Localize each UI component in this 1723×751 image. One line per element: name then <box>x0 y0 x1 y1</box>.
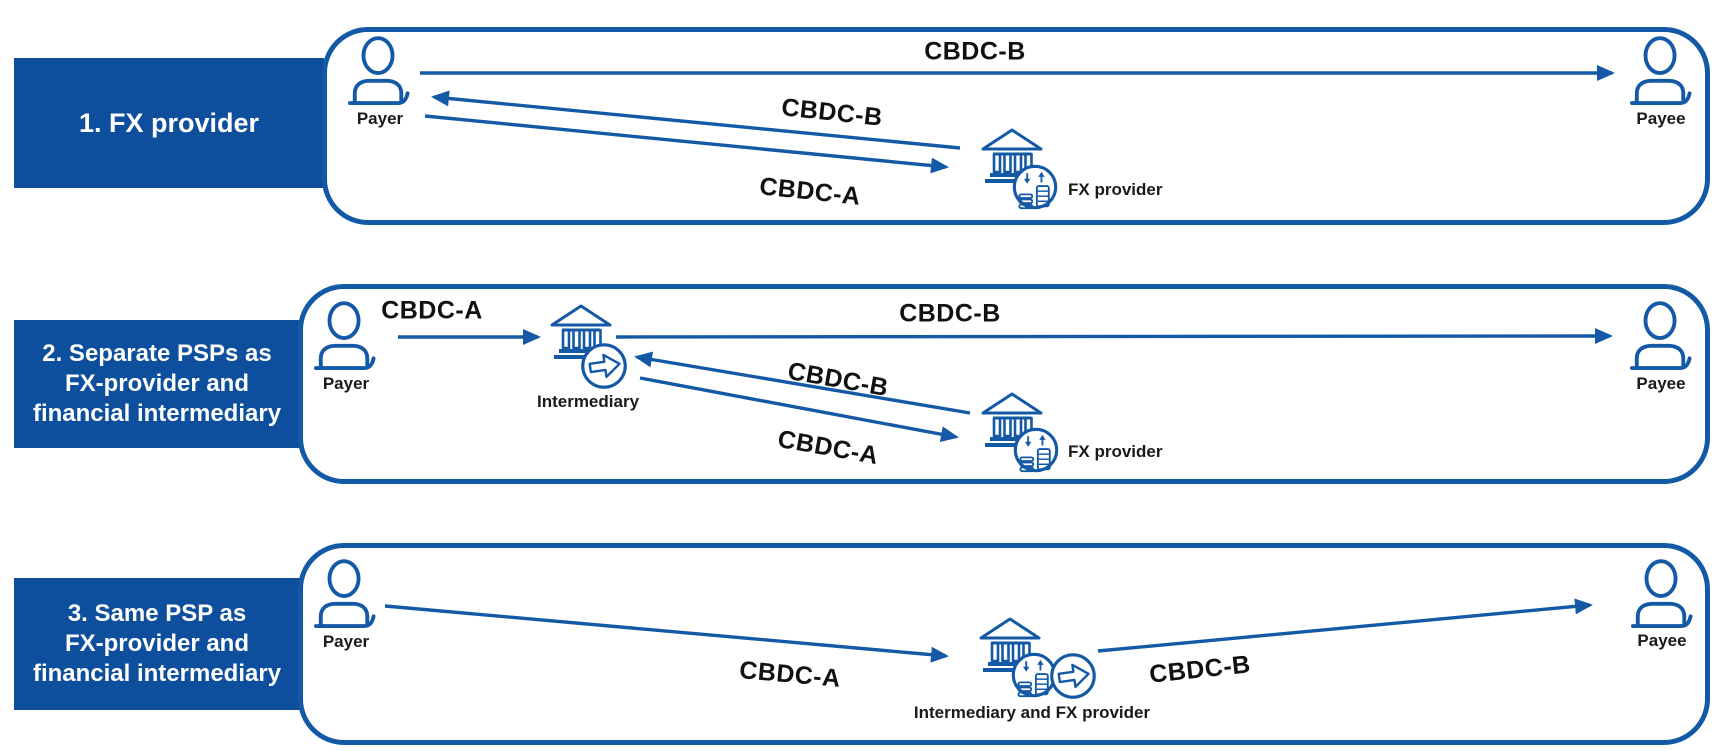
fx-exchange-badge-icon <box>1012 164 1058 210</box>
intermediary-and-fx-provider-label: Intermediary and FX provider <box>913 703 1151 722</box>
arrow-3-cbdcB-psp-to-payee <box>1097 598 1593 653</box>
payee-icon <box>1631 559 1693 633</box>
scenario-2-label-box: 2. Separate PSPs as FX-provider and fina… <box>14 320 300 448</box>
scenario-1-title: 1. FX provider <box>78 107 260 138</box>
payee-label: Payee <box>1636 374 1686 393</box>
payer-icon <box>314 301 376 375</box>
payee-icon <box>1630 36 1692 110</box>
scenario-2-title-line2: FX-provider and <box>64 370 250 397</box>
arrow-label-cbdcB-top: CBDC-B <box>899 299 1001 328</box>
scenario-1-panel <box>322 27 1710 225</box>
intermediary-label: Intermediary <box>536 392 640 411</box>
scenario-2-title-line1: 2. Separate PSPs as <box>42 340 272 367</box>
scenario-3-title-line3: financial intermediary <box>32 660 282 687</box>
fx-provider-label: FX provider <box>1068 442 1163 461</box>
scenario-3-label-box: 3. Same PSP as FX-provider and financial… <box>14 578 300 710</box>
arrow-label-cbdcB-top: CBDC-B <box>924 37 1026 66</box>
payer-icon <box>348 36 410 110</box>
transfer-badge-icon <box>580 342 628 390</box>
scenario-2-title-line3: financial intermediary <box>32 400 282 427</box>
payer-label: Payer <box>356 109 404 128</box>
payer-icon <box>314 559 376 633</box>
arrow-1-cbdcA-payer-to-fx <box>424 114 949 174</box>
transfer-badge-icon <box>1049 652 1097 700</box>
payee-icon <box>1630 301 1692 375</box>
arrow-2-cbdcB-fx-to-intermediary <box>634 351 971 415</box>
arrow-2-cbdcB-intermediary-to-payee <box>615 328 1613 345</box>
payer-label: Payer <box>322 632 370 651</box>
fx-provider-label: FX provider <box>1068 180 1163 199</box>
payer-label: Payer <box>322 374 370 393</box>
scenario-3-title-line1: 3. Same PSP as <box>67 600 247 627</box>
scenario-2-panel <box>298 284 1710 484</box>
scenario-3-panel <box>298 543 1710 745</box>
arrow-3-cbdcA-payer-to-psp <box>384 604 949 663</box>
payee-label: Payee <box>1637 631 1687 650</box>
scenario-1-label-box: 1. FX provider <box>14 58 324 188</box>
arrow-1-cbdcB-fx-to-payer <box>431 90 961 150</box>
scenario-3-title-line2: FX-provider and <box>64 630 250 657</box>
fx-exchange-badge-icon <box>1013 427 1059 473</box>
payee-label: Payee <box>1636 109 1686 128</box>
arrow-2-cbdcA-intermediary-to-fx <box>639 376 959 443</box>
arrow-label-cbdcA-to-intermediary: CBDC-A <box>381 296 483 325</box>
